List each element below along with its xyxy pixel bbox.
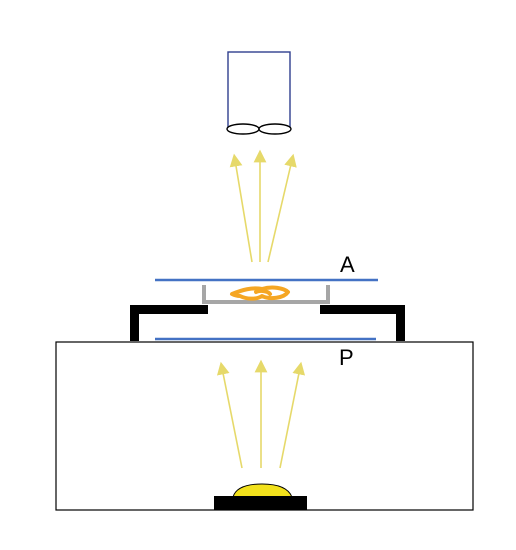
objective-tube [227, 51, 291, 131]
sample-specimen-icon [230, 285, 290, 301]
lamp-bulb [232, 483, 293, 498]
upper-light-rays [229, 149, 297, 263]
stage-right-leg [396, 305, 405, 341]
stage-left-leg [130, 305, 139, 341]
stage-right-plate [320, 305, 405, 314]
lower-ray-left [216, 361, 243, 469]
polarizer-label: P [339, 345, 354, 370]
light-source-icon [214, 483, 307, 510]
upper-ray-right [267, 153, 297, 263]
sample-holder [202, 285, 330, 304]
objective-lens-icon [226, 123, 292, 135]
lower-light-rays [216, 359, 306, 469]
microscope-stage [130, 305, 405, 341]
upper-ray-left [229, 153, 253, 263]
stage-left-plate [130, 305, 208, 314]
objective-group [226, 51, 292, 135]
lower-ray-right [279, 361, 306, 469]
lamp-base [214, 496, 307, 510]
analyzer-label: A [340, 252, 355, 277]
